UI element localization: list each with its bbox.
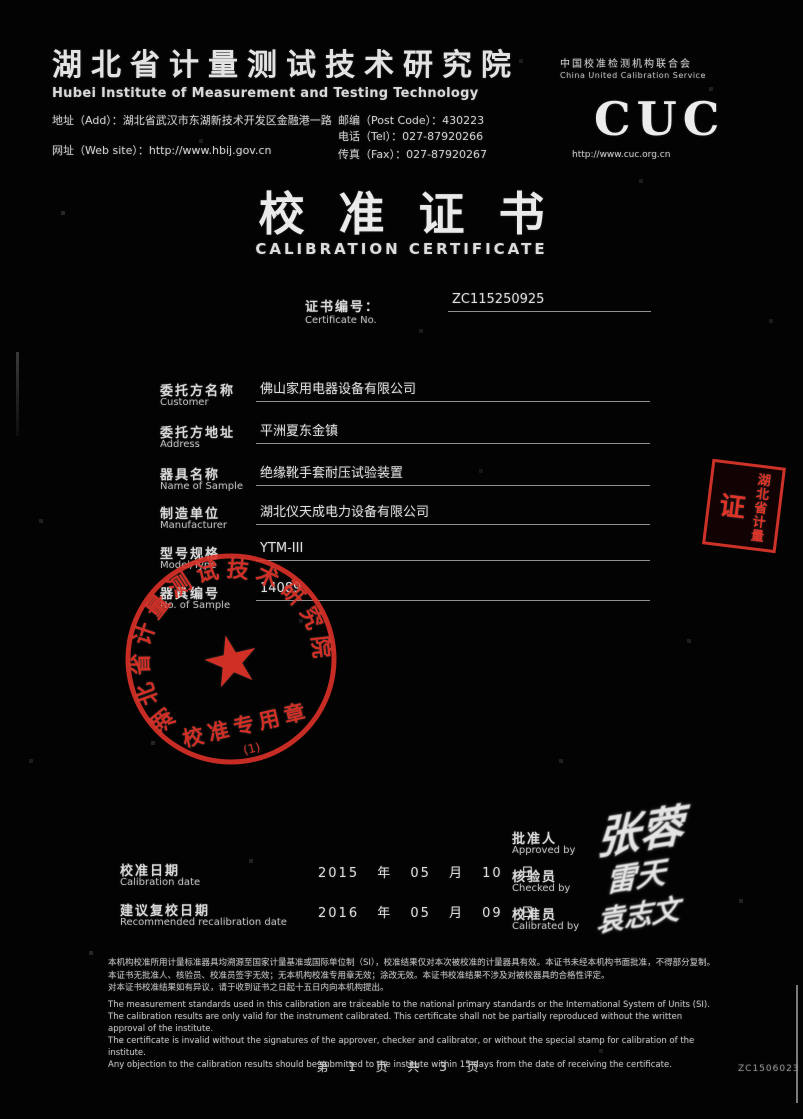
address-label-en: Address bbox=[160, 439, 200, 450]
disclaimer-cn-line: 本机构校准所用计量标准器具均溯源至国家计量基准或国际单位制（SI），校准结果仅对… bbox=[108, 958, 716, 968]
disclaimer-cn-line: 本证书无批准人、核验员、校准员签字无效；无本机构校准专用章无效；涂改无效。本证书… bbox=[108, 970, 610, 981]
doc-code: ZC1506023 bbox=[738, 1064, 800, 1074]
institute-tel: 电话（Tel）：027-87920266 bbox=[338, 130, 484, 143]
disclaimer-cn-line: 对本证书校准结果如有异议，请于收到证书之日起十五日内向本机构提出。 bbox=[108, 983, 389, 993]
certificate-no-label-cn: 证书编号： bbox=[305, 300, 381, 315]
certificate-title-en: CALIBRATION CERTIFICATE bbox=[255, 240, 548, 258]
institute-address: 地址（Add）：湖北省武汉市东湖新技术开发区金融港一路 bbox=[52, 114, 332, 127]
institute-name-cn: 湖北省计量测试技术研究院 bbox=[52, 48, 520, 83]
recal-date-value: 2016 年 05 月 09 日 bbox=[318, 906, 536, 921]
stamp-svg: 湖北省计量测试技术研究院 ★ 校准专用章 (1) bbox=[108, 537, 346, 765]
disclaimer-en-line: The certificate is invalid without the s… bbox=[108, 1036, 695, 1058]
sample-no-value: 14089 bbox=[256, 581, 650, 601]
disclaimer-block: 本机构校准所用计量标准器具均溯源至国家计量基准或国际单位制（SI），校准结果仅对… bbox=[108, 958, 720, 1073]
field-row-sample-no: 器具编号 No. of Sample 14089 bbox=[160, 581, 800, 619]
scan-scratch bbox=[16, 352, 19, 436]
sample-name-value: 绝缘靴手套耐压试验装置 bbox=[256, 462, 650, 486]
cal-date-label-cn: 校准日期 bbox=[120, 864, 181, 879]
customer-value: 佛山家用电器设备有限公司 bbox=[256, 378, 650, 402]
stamp-star-icon: ★ bbox=[193, 616, 270, 707]
manufacturer-value: 湖北仪天成电力设备有限公司 bbox=[256, 501, 650, 525]
customer-label-cn: 委托方名称 bbox=[160, 384, 236, 399]
cal-date-label-en: Calibration date bbox=[120, 877, 201, 888]
institute-website: 网址（Web site）：http://www.hbij.gov.cn bbox=[52, 144, 272, 157]
certificate-no-value: ZC115250925 bbox=[448, 292, 651, 312]
calibration-stamp-circle: 湖北省计量测试技术研究院 ★ 校准专用章 (1) bbox=[95, 523, 366, 794]
model-value: YTM-III bbox=[256, 541, 650, 561]
manufacturer-label-en: Manufacturer bbox=[160, 520, 227, 531]
approved-label-en: Approved by bbox=[512, 845, 576, 856]
approved-label-cn: 批准人 bbox=[512, 832, 558, 847]
side-stamp-text: 湖北省计量 bbox=[747, 472, 771, 544]
certificate-no-label-en: Certificate No. bbox=[305, 315, 377, 326]
institute-fax: 传真（Fax）：027-87920267 bbox=[338, 148, 488, 161]
field-row-sample-name: 器具名称 Name of Sample 绝缘靴手套耐压试验装置 bbox=[160, 464, 800, 500]
scan-edge-artifact bbox=[796, 985, 798, 1103]
field-row-address: 委托方地址 Address 平洲夏东金镇 bbox=[160, 422, 800, 458]
cuc-logo: CUC bbox=[594, 92, 726, 146]
calibrated-label-en: Calibrated by bbox=[512, 921, 580, 932]
institute-postcode: 邮编（Post Code）：430223 bbox=[338, 114, 485, 127]
field-row-manufacturer: 制造单位 Manufacturer 湖北仪天成电力设备有限公司 bbox=[160, 503, 800, 539]
disclaimer-en-line: The calibration results are only valid f… bbox=[108, 1012, 683, 1034]
certificate-title-cn: 校准证书 bbox=[258, 187, 579, 241]
sample-no-label-cn: 器具编号 bbox=[160, 587, 221, 602]
sample-name-label-cn: 器具名称 bbox=[160, 468, 221, 483]
disclaimer-en-line: The measurement standards used in this c… bbox=[108, 999, 710, 1010]
checked-label-en: Checked by bbox=[512, 883, 571, 894]
institute-name-en: Hubei Institute of Measurement and Testi… bbox=[52, 86, 479, 101]
checked-label-cn: 核验员 bbox=[512, 870, 558, 885]
sample-name-label-en: Name of Sample bbox=[160, 481, 243, 492]
disclaimer-en-line: Any objection to the calibration results… bbox=[108, 1060, 672, 1070]
recal-date-label-cn: 建议复校日期 bbox=[120, 904, 211, 919]
address-label-cn: 委托方地址 bbox=[160, 426, 236, 441]
customer-label-en: Customer bbox=[160, 397, 209, 408]
side-stamp-char: 证 bbox=[717, 490, 748, 524]
scan-noise bbox=[0, 0, 2, 2]
page-number: 第 1 页 共 3 页 bbox=[316, 1060, 487, 1074]
stamp-note: (1) bbox=[242, 740, 262, 757]
field-row-customer: 委托方名称 Customer 佛山家用电器设备有限公司 bbox=[160, 380, 800, 416]
address-value: 平洲夏东金镇 bbox=[256, 420, 650, 444]
recal-date-label-en: Recommended recalibration date bbox=[120, 917, 287, 928]
registration-stamp-side: 证 湖北省计量 bbox=[702, 458, 786, 554]
calibrated-label-cn: 校准员 bbox=[512, 908, 558, 923]
manufacturer-label-cn: 制造单位 bbox=[160, 507, 221, 522]
union-name-en: China United Calibration Service bbox=[560, 71, 706, 80]
cal-date-value: 2015 年 05 月 10 日 bbox=[318, 866, 536, 881]
cuc-logo-sub: http://www.cuc.org.cn bbox=[572, 150, 671, 160]
union-name-cn: 中国校准检测机构联合会 bbox=[560, 59, 692, 70]
sample-no-label-en: No. of Sample bbox=[160, 600, 231, 611]
